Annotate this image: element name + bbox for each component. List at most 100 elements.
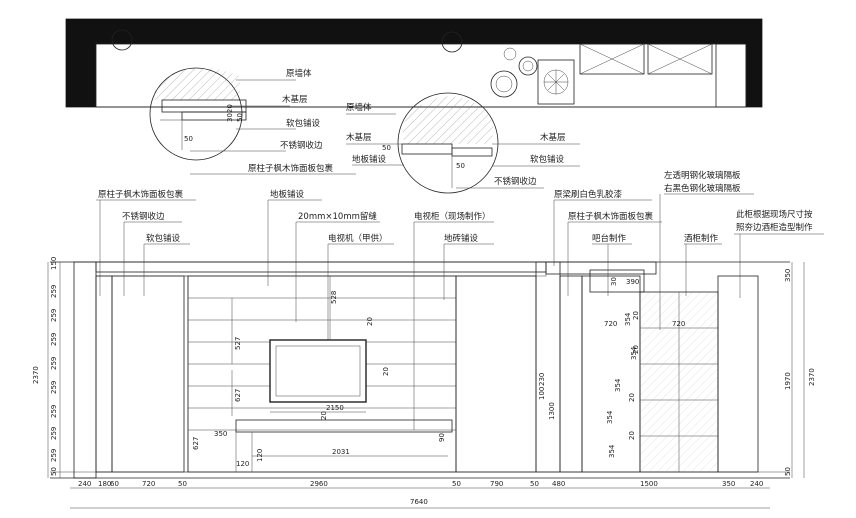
bottom-dim-13: 240: [750, 480, 763, 488]
dim-90: 90: [438, 433, 446, 442]
callout-stainless-trim: 不锈钢收边: [122, 211, 165, 222]
dim-230: 230: [538, 373, 546, 386]
detail-left-label-1: 原墙体: [286, 68, 312, 79]
callout-tv-cabinet: 电视柜（现场制作）: [414, 211, 491, 222]
left-dim-3: 259: [50, 309, 58, 322]
dims-left: 2370 150 259 259 259 259 259 259 259 259…: [32, 257, 61, 478]
detail-right-label-4: 木基层: [540, 132, 566, 143]
detail-right-label-3: 地板铺设: [352, 154, 387, 165]
dim-627: 627: [234, 389, 242, 402]
left-dim-1: 150: [50, 257, 58, 270]
dim-354d: 354: [606, 410, 614, 424]
detail-right-label-2: 木基层: [346, 132, 372, 143]
detail-right: 原墙体 木基层 地板铺设 木基层 软包铺设 不锈钢收边 50 50: [346, 92, 580, 194]
dim-20f: 20: [632, 345, 640, 354]
bottom-dim-12: 350: [722, 480, 735, 488]
dims-inner: 528 527 627 20 20 20 2150 350 2031 120 1…: [192, 276, 685, 468]
callout-gap: 20mm×10mm留缝: [298, 211, 377, 222]
detail-left-label-3: 软包铺设: [286, 118, 321, 129]
dim-120: 120: [236, 460, 249, 468]
dim-100: 100: [538, 387, 546, 400]
detail-left-dim-3: 50: [236, 113, 244, 122]
detail-left-dim-1: 50: [184, 135, 193, 143]
overall-dim: 7640: [410, 498, 428, 506]
dim-390: 390: [626, 278, 639, 286]
left-dim-4: 259: [50, 333, 58, 346]
bottom-dim-1: 240: [78, 480, 91, 488]
dim-354b: 354: [630, 346, 638, 360]
dim-354a: 354: [624, 312, 632, 326]
detail-right-label-6: 不锈钢收边: [494, 176, 537, 187]
callout-clear-glass: 左透明钢化玻璃隔板: [664, 170, 741, 181]
right-total: 2370: [808, 368, 816, 386]
callout-beam-paint: 原梁刷白色乳胶漆: [554, 189, 623, 200]
dim-720b: 720: [672, 320, 685, 328]
dim-120b: 120: [256, 449, 264, 462]
callout-note-1: 此柜根据现场尺寸按: [736, 209, 813, 220]
elevation: [50, 261, 790, 479]
dim-720a: 720: [604, 320, 617, 328]
bottom-dim-4: 720: [142, 480, 155, 488]
dim-354e: 354: [608, 444, 616, 458]
detail-right-dim-1: 50: [382, 144, 391, 152]
callout-tile: 地砖铺设: [444, 233, 479, 244]
elevation-callouts: 原柱子枫木饰面板包裹 不锈钢收边 软包铺设 地板铺设 20mm×10mm留缝 电…: [96, 170, 824, 430]
right-dim-1: 350: [784, 269, 792, 282]
bottom-dim-7: 50: [452, 480, 461, 488]
dim-20b: 20: [382, 367, 390, 376]
dim-528: 528: [330, 291, 338, 304]
callout-floor-board: 地板铺设: [270, 189, 305, 200]
bottom-dim-3: 60: [110, 480, 119, 488]
detail-left-label-5: 原柱子枫木饰面板包裹: [248, 163, 334, 174]
dim-627b: 627: [192, 437, 200, 450]
bottom-dim-10: 480: [552, 480, 565, 488]
callout-column-cladding-right: 原柱子枫木饰面板包裹: [568, 211, 654, 222]
bottom-dim-5: 50: [178, 480, 187, 488]
callout-soft-panel: 软包铺设: [146, 233, 181, 244]
bottom-dim-9: 50: [530, 480, 539, 488]
dims-bottom: 240 180 60 720 50 2960 50 790 50 480 150…: [70, 480, 770, 509]
callout-bar-counter: 吧台制作: [592, 233, 627, 244]
right-dim-2: 1970: [784, 372, 792, 390]
dim-527: 527: [234, 337, 242, 350]
left-total: 2370: [32, 366, 40, 384]
left-dim-7: 259: [50, 405, 58, 418]
detail-left-label-4: 不锈钢收边: [280, 140, 323, 151]
left-dim-6: 259: [50, 381, 58, 394]
detail-right-dim-2: 50: [456, 162, 465, 170]
dim-20c: 20: [320, 411, 328, 420]
dim-30: 30: [610, 277, 618, 286]
detail-left-dim-2: 3020: [226, 104, 234, 122]
right-dim-3: 50: [784, 467, 792, 476]
dim-350: 350: [214, 430, 227, 438]
left-dim-10: 50: [50, 467, 58, 476]
dim-20a: 20: [366, 317, 374, 326]
detail-right-label-5: 软包铺设: [530, 154, 565, 165]
bottom-dim-8: 790: [490, 480, 503, 488]
bottom-dim-11: 1500: [640, 480, 658, 488]
callout-black-glass: 右黑色钢化玻璃隔板: [664, 183, 741, 194]
dim-20e: 20: [628, 431, 636, 440]
detail-left: 原墙体 木基层 软包铺设 不锈钢收边 原柱子枫木饰面板包裹 50 3020 50: [149, 67, 356, 175]
left-dim-5: 259: [50, 357, 58, 370]
detail-right-label-1: 原墙体: [346, 102, 372, 113]
bottom-dim-6: 2960: [310, 480, 328, 488]
dims-right: 2370 350 1970 50: [784, 262, 816, 478]
detail-left-label-2: 木基层: [282, 94, 308, 105]
callout-tv: 电视机（甲供）: [328, 233, 388, 244]
left-dim-9: 259: [50, 449, 58, 462]
callout-wine-cabinet: 酒柜制作: [684, 233, 719, 244]
callout-note-2: 照夯边酒柜造型制作: [736, 222, 813, 233]
dim-20d: 20: [628, 393, 636, 402]
dim-2031: 2031: [332, 448, 350, 456]
left-dim-8: 259: [50, 427, 58, 440]
dim-20g: 20: [632, 311, 640, 320]
callout-column-cladding: 原柱子枫木饰面板包裹: [98, 189, 184, 200]
dim-1300: 1300: [548, 402, 556, 420]
left-dim-2: 259: [50, 285, 58, 298]
bottom-dim-2: 180: [98, 480, 111, 488]
dim-354c: 354: [614, 378, 622, 392]
dim-2150: 2150: [326, 404, 344, 412]
